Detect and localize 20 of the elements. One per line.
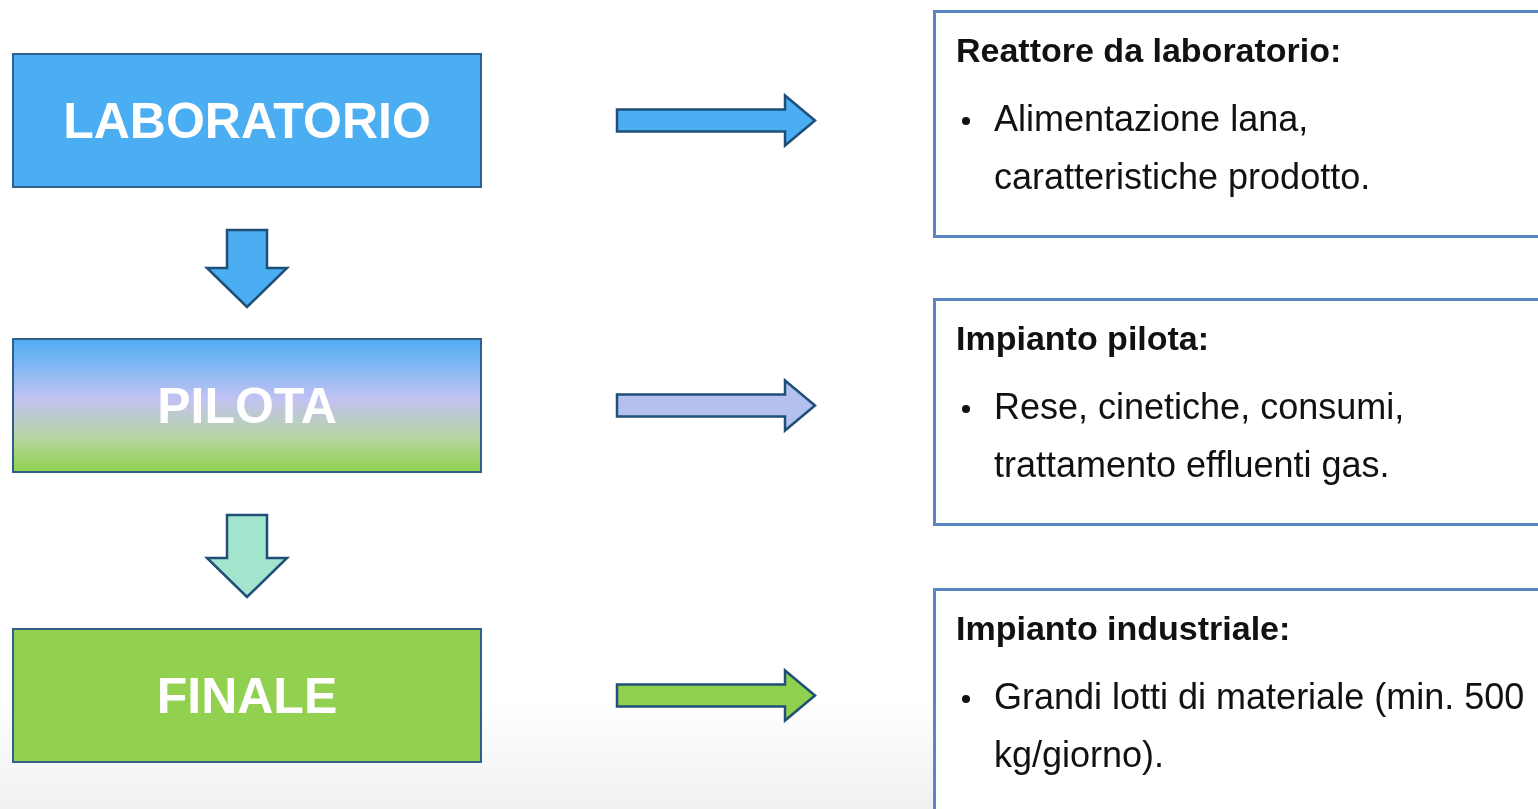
stage-box: [12, 338, 482, 473]
bullet-text: Grandi lotti di materiale (min. 500 kg/giorno).: [994, 675, 1526, 777]
stage-box: [12, 628, 482, 763]
info-box: [933, 588, 1538, 809]
box-heading: Impianto industriale:: [956, 609, 1291, 648]
block-arrow: [615, 377, 817, 434]
bullet-text: Alimentazione lana, caratteristiche prodotto.: [994, 97, 1372, 199]
box-heading: Reattore da laboratorio:: [956, 31, 1342, 70]
block-arrow: [615, 92, 817, 149]
stage-label: LABORATORIO: [63, 91, 431, 150]
info-box: [933, 298, 1538, 526]
stage-label: PILOTA: [157, 376, 337, 435]
block-arrow: [203, 513, 291, 599]
stage-label: FINALE: [156, 666, 338, 725]
block-arrow: [615, 667, 817, 724]
stage-box: [12, 53, 482, 188]
info-box: [933, 10, 1538, 238]
block-arrow: [203, 228, 291, 309]
box-heading: Impianto pilota:: [956, 319, 1210, 358]
bullet-text: Rese, cinetiche, consumi, trattamento effluenti gas.: [994, 385, 1406, 487]
